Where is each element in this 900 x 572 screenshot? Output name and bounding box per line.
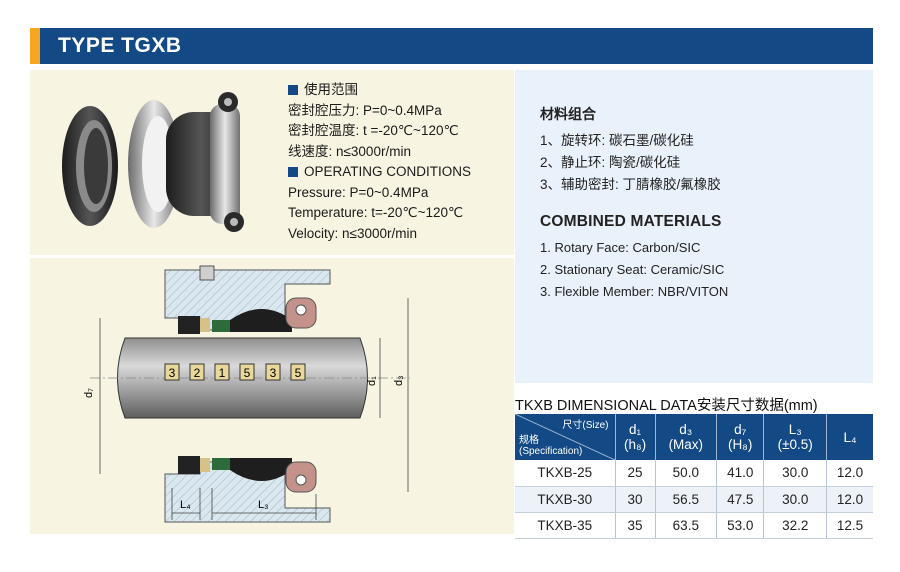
header-accent-bar (30, 28, 40, 64)
table-cell: 47.5 (716, 486, 765, 513)
en-conditions-title: OPERATING CONDITIONS (304, 164, 472, 179)
table-cell: 30 (615, 486, 656, 513)
material-item: 1、旋转环: 碳石墨/碳化硅 (540, 133, 694, 148)
square-bullet-icon (288, 85, 298, 96)
table-cell: 30.0 (763, 486, 828, 513)
square-bullet-icon (288, 167, 298, 178)
table-cell: 32.2 (763, 512, 828, 539)
column-header-d3: d₃(Max) (655, 414, 718, 460)
corner-spec-label: 规格 (Specification) (519, 435, 582, 457)
material-item: 3、辅助密封: 丁腈橡胶/氟橡胶 (540, 177, 721, 192)
cross-section-diagram-panel: 3 2 1 5 3 5 d₇ d₁ d₃ L₄ L₃ (30, 258, 514, 534)
part-number: 1 (219, 366, 226, 380)
table-cell: 12.0 (826, 486, 873, 513)
cn-condition-line: 线速度: n≤3000r/min (288, 143, 411, 159)
column-header-d7: d₇(H₈) (716, 414, 765, 460)
diagonal-divider (515, 414, 615, 460)
corner-spec-cn: 规格 (519, 435, 539, 446)
dimension-label-l3: L₃ (258, 499, 269, 511)
table-cell: 53.0 (716, 512, 765, 539)
material-item: 3. Flexible Member: NBR/VITON (540, 284, 729, 299)
table-cell: TKXB-30 (515, 486, 616, 513)
table-cell: 12.5 (826, 512, 873, 539)
column-header-l3: L₃(±0.5) (763, 414, 828, 460)
table-cell: 41.0 (716, 460, 765, 487)
material-item: 2. Stationary Seat: Ceramic/SIC (540, 262, 725, 277)
table-cell: 56.5 (655, 486, 718, 513)
part-number: 5 (244, 366, 251, 380)
part-number: 2 (194, 366, 201, 380)
table-cell: 30.0 (763, 460, 828, 487)
table-header-row: 尺寸(Size) 规格 (Specification) d₁(h₈) d₃(Ma… (515, 414, 873, 460)
part-number: 5 (295, 366, 302, 380)
materials-panel: 材料组合 1、旋转环: 碳石墨/碳化硅 2、静止环: 陶瓷/碳化硅 3、辅助密封… (515, 70, 873, 383)
page-header: TYPE TGXB (30, 28, 873, 64)
en-condition-line: Pressure: P=0~0.4MPa (288, 184, 429, 200)
column-header-l4: L₄ (826, 414, 873, 460)
table-cell: 12.0 (826, 460, 873, 487)
part-number-labels: 3 2 1 5 3 5 (164, 363, 306, 381)
dimension-label-l4: L₄ (180, 499, 191, 511)
materials-en-title: COMBINED MATERIALS (540, 213, 722, 230)
material-item: 2、静止环: 陶瓷/碳化硅 (540, 155, 681, 170)
materials-cn-title: 材料组合 (540, 106, 596, 122)
product-photo-panel: 使用范围 密封腔压力: P=0~0.4MPa 密封腔温度: t =-20℃~12… (30, 70, 514, 255)
material-item: 1. Rotary Face: Carbon/SIC (540, 240, 701, 255)
cross-section-diagram: 3 2 1 5 3 5 d₇ d₁ d₃ L₄ L₃ (83, 265, 410, 523)
dimension-label-d1: d₁ (366, 376, 378, 386)
part-number: 3 (270, 366, 277, 380)
cn-conditions-title: 使用范围 (304, 82, 358, 97)
table-cell: 50.0 (655, 460, 718, 487)
column-header-d1: d₁(h₈) (615, 414, 656, 460)
page-title: TYPE TGXB (58, 34, 182, 57)
dimensional-data-title: TKXB DIMENSIONAL DATA安装尺寸数据(mm) (515, 398, 818, 414)
dimension-label-d3: d₃ (393, 375, 405, 386)
table-cell: TKXB-25 (515, 460, 616, 487)
table-row: TKXB-30 30 56.5 47.5 30.0 12.0 (515, 486, 873, 513)
part-number: 3 (169, 366, 176, 380)
table-row: TKXB-35 35 63.5 53.0 32.2 12.5 (515, 512, 873, 539)
table-corner-cell: 尺寸(Size) 规格 (Specification) (515, 414, 616, 460)
materials-cn-list: 1、旋转环: 碳石墨/碳化硅 2、静止环: 陶瓷/碳化硅 3、辅助密封: 丁腈橡… (540, 130, 721, 196)
corner-spec-en: (Specification) (519, 446, 583, 457)
corner-size-label: 尺寸(Size) (562, 420, 609, 431)
table-cell: 25 (615, 460, 656, 487)
dimension-label-d7: d₇ (83, 388, 95, 398)
cn-condition-line: 密封腔压力: P=0~0.4MPa (288, 102, 442, 118)
cn-condition-line: 密封腔温度: t =-20℃~120℃ (288, 123, 459, 138)
operating-conditions: 使用范围 密封腔压力: P=0~0.4MPa 密封腔温度: t =-20℃~12… (288, 80, 471, 244)
table-row: TKXB-25 25 50.0 41.0 30.0 12.0 (515, 460, 873, 487)
en-condition-line: Temperature: t=-20℃~120℃ (288, 205, 464, 220)
materials-en-list: 1. Rotary Face: Carbon/SIC 2. Stationary… (540, 237, 728, 303)
en-conditions-heading: OPERATING CONDITIONS (288, 162, 471, 183)
en-condition-line: Velocity: n≤3000r/min (288, 225, 417, 241)
product-photo (62, 92, 244, 232)
table-cell: 35 (615, 512, 656, 539)
table-cell: TKXB-35 (515, 512, 616, 539)
table-cell: 63.5 (655, 512, 718, 539)
cn-conditions-heading: 使用范围 (288, 80, 471, 101)
dimensional-data-table: 尺寸(Size) 规格 (Specification) d₁(h₈) d₃(Ma… (515, 414, 873, 539)
